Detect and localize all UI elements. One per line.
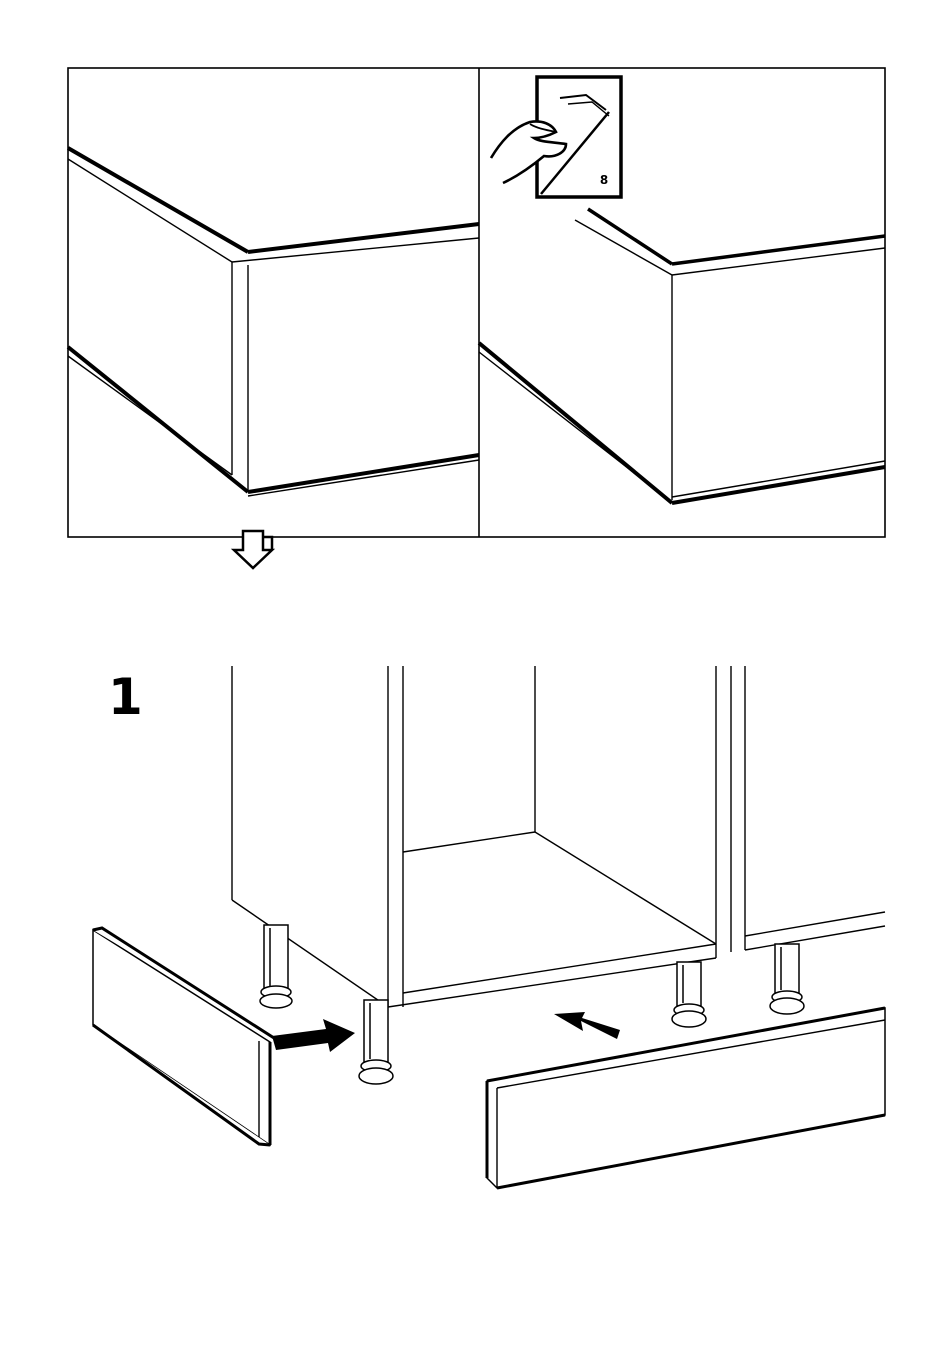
detail-panel-before [68,148,479,496]
front-plinth [487,1008,885,1188]
insert-arrows [272,1012,620,1052]
hand-icon [491,121,566,183]
leg-far-right [770,944,804,1014]
arrow-left-icon [554,1012,620,1039]
detail-panels [68,68,885,537]
leg-rear-left [260,925,292,1008]
arrow-right-icon [272,1019,355,1052]
side-plinth [93,928,274,1145]
leg-front-left [359,1000,393,1084]
page-number-label: 8 [600,173,608,187]
leg-front-right [672,962,706,1027]
detail-panel-after [479,209,885,503]
detail-frame [68,68,885,537]
step-number: 1 [108,672,143,722]
